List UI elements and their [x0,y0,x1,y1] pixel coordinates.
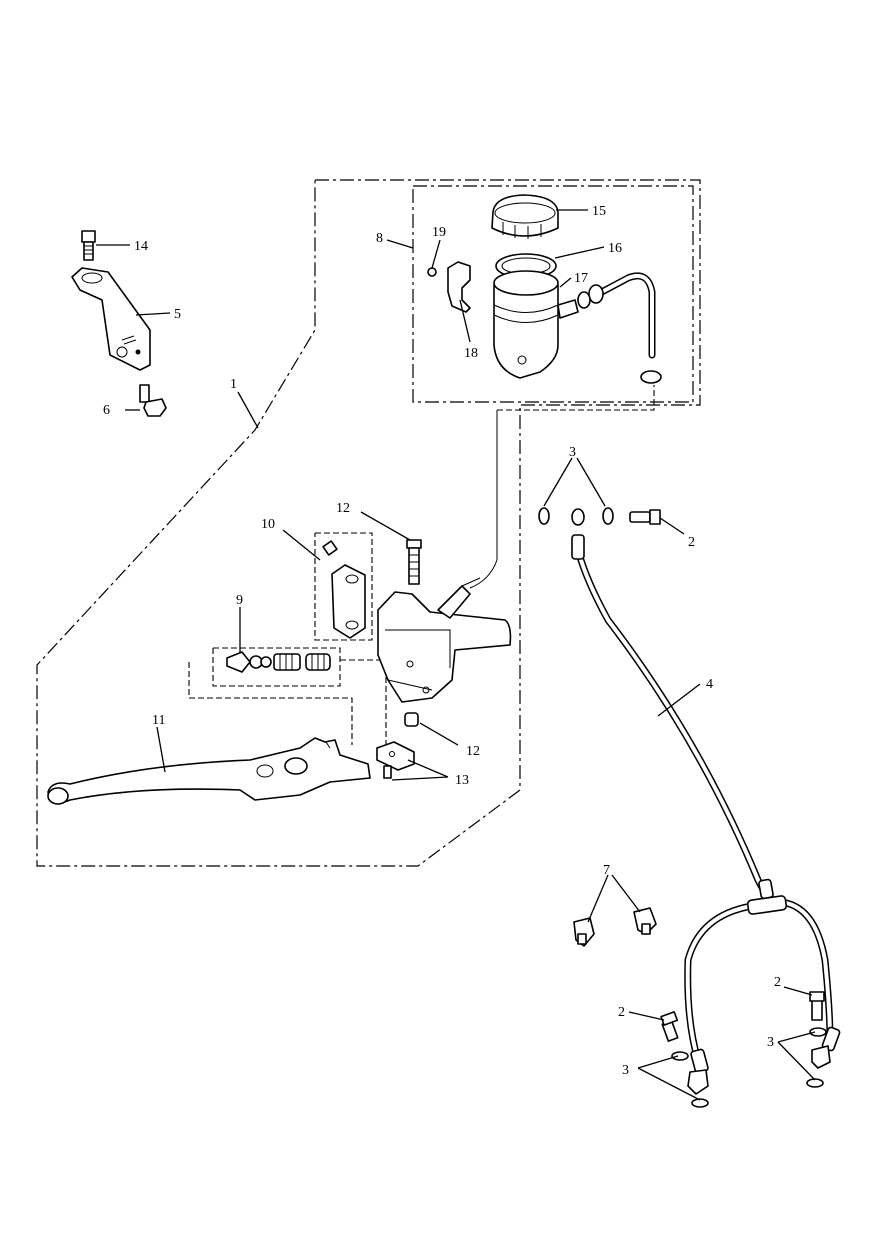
bolt-icon [629,509,661,525]
banjo-bolts [538,507,827,1108]
bolt-icon [139,384,167,417]
callout-4: 4 [706,677,713,692]
bolt-icon [809,991,825,1021]
callout-8: 8 [376,231,383,246]
master-cylinder [322,410,512,779]
assembly-boundary [36,179,701,867]
leader-lines [96,209,816,1101]
callout-6: 6 [103,403,110,418]
callout-19: 19 [432,225,446,240]
callout-14: 14 [134,239,148,254]
callout-3: 3 [622,1063,629,1078]
hose-clips [573,907,657,947]
callout-1: 1 [230,377,237,392]
bolt-icon [660,1011,679,1042]
callout-12: 12 [336,501,350,516]
callout-2: 2 [618,1005,625,1020]
callout-10: 10 [261,517,275,532]
callout-11: 11 [152,713,165,728]
callout-3: 3 [767,1035,774,1050]
callout-12: 12 [466,744,480,759]
callout-labels: 1 2 2 2 3 3 3 4 5 6 7 8 9 10 11 12 12 13… [103,204,781,1078]
callout-18: 18 [464,346,478,361]
callout-9: 9 [236,593,243,608]
callout-2: 2 [774,975,781,990]
hose-icon [571,508,841,1095]
callout-13: 13 [455,773,469,788]
mounting-bracket [71,230,167,417]
callout-2: 2 [688,535,695,550]
lever-icon [47,737,371,805]
callout-16: 16 [608,241,622,256]
reservoir-icon [427,194,662,384]
callout-7: 7 [603,863,610,878]
callout-5: 5 [174,307,181,322]
washer-icon [538,507,827,1108]
callout-3: 3 [569,445,576,460]
callout-15: 15 [592,204,606,219]
bolt-icon [81,230,96,261]
callout-17: 17 [574,271,588,286]
piston-kit [226,651,331,673]
